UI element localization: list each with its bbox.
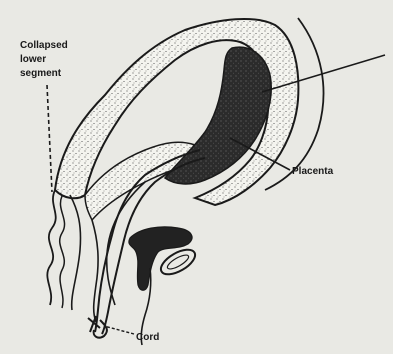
label-cord: Cord [136,332,159,344]
label-segment: segment [20,68,61,80]
small-oval-inner [166,253,191,272]
membrane-line-1 [70,195,81,310]
dark-tissue-blob [129,227,192,290]
leader-collapsed [47,85,52,192]
lower-segment-fold-1 [47,190,55,305]
label-lower: lower [20,54,46,66]
label-collapsed: Collapsed [20,40,68,52]
lower-segment-fold-2 [60,196,65,308]
label-placenta: Placenta [292,166,333,178]
leader-cord [104,326,134,334]
membrane-line-2 [92,220,98,322]
